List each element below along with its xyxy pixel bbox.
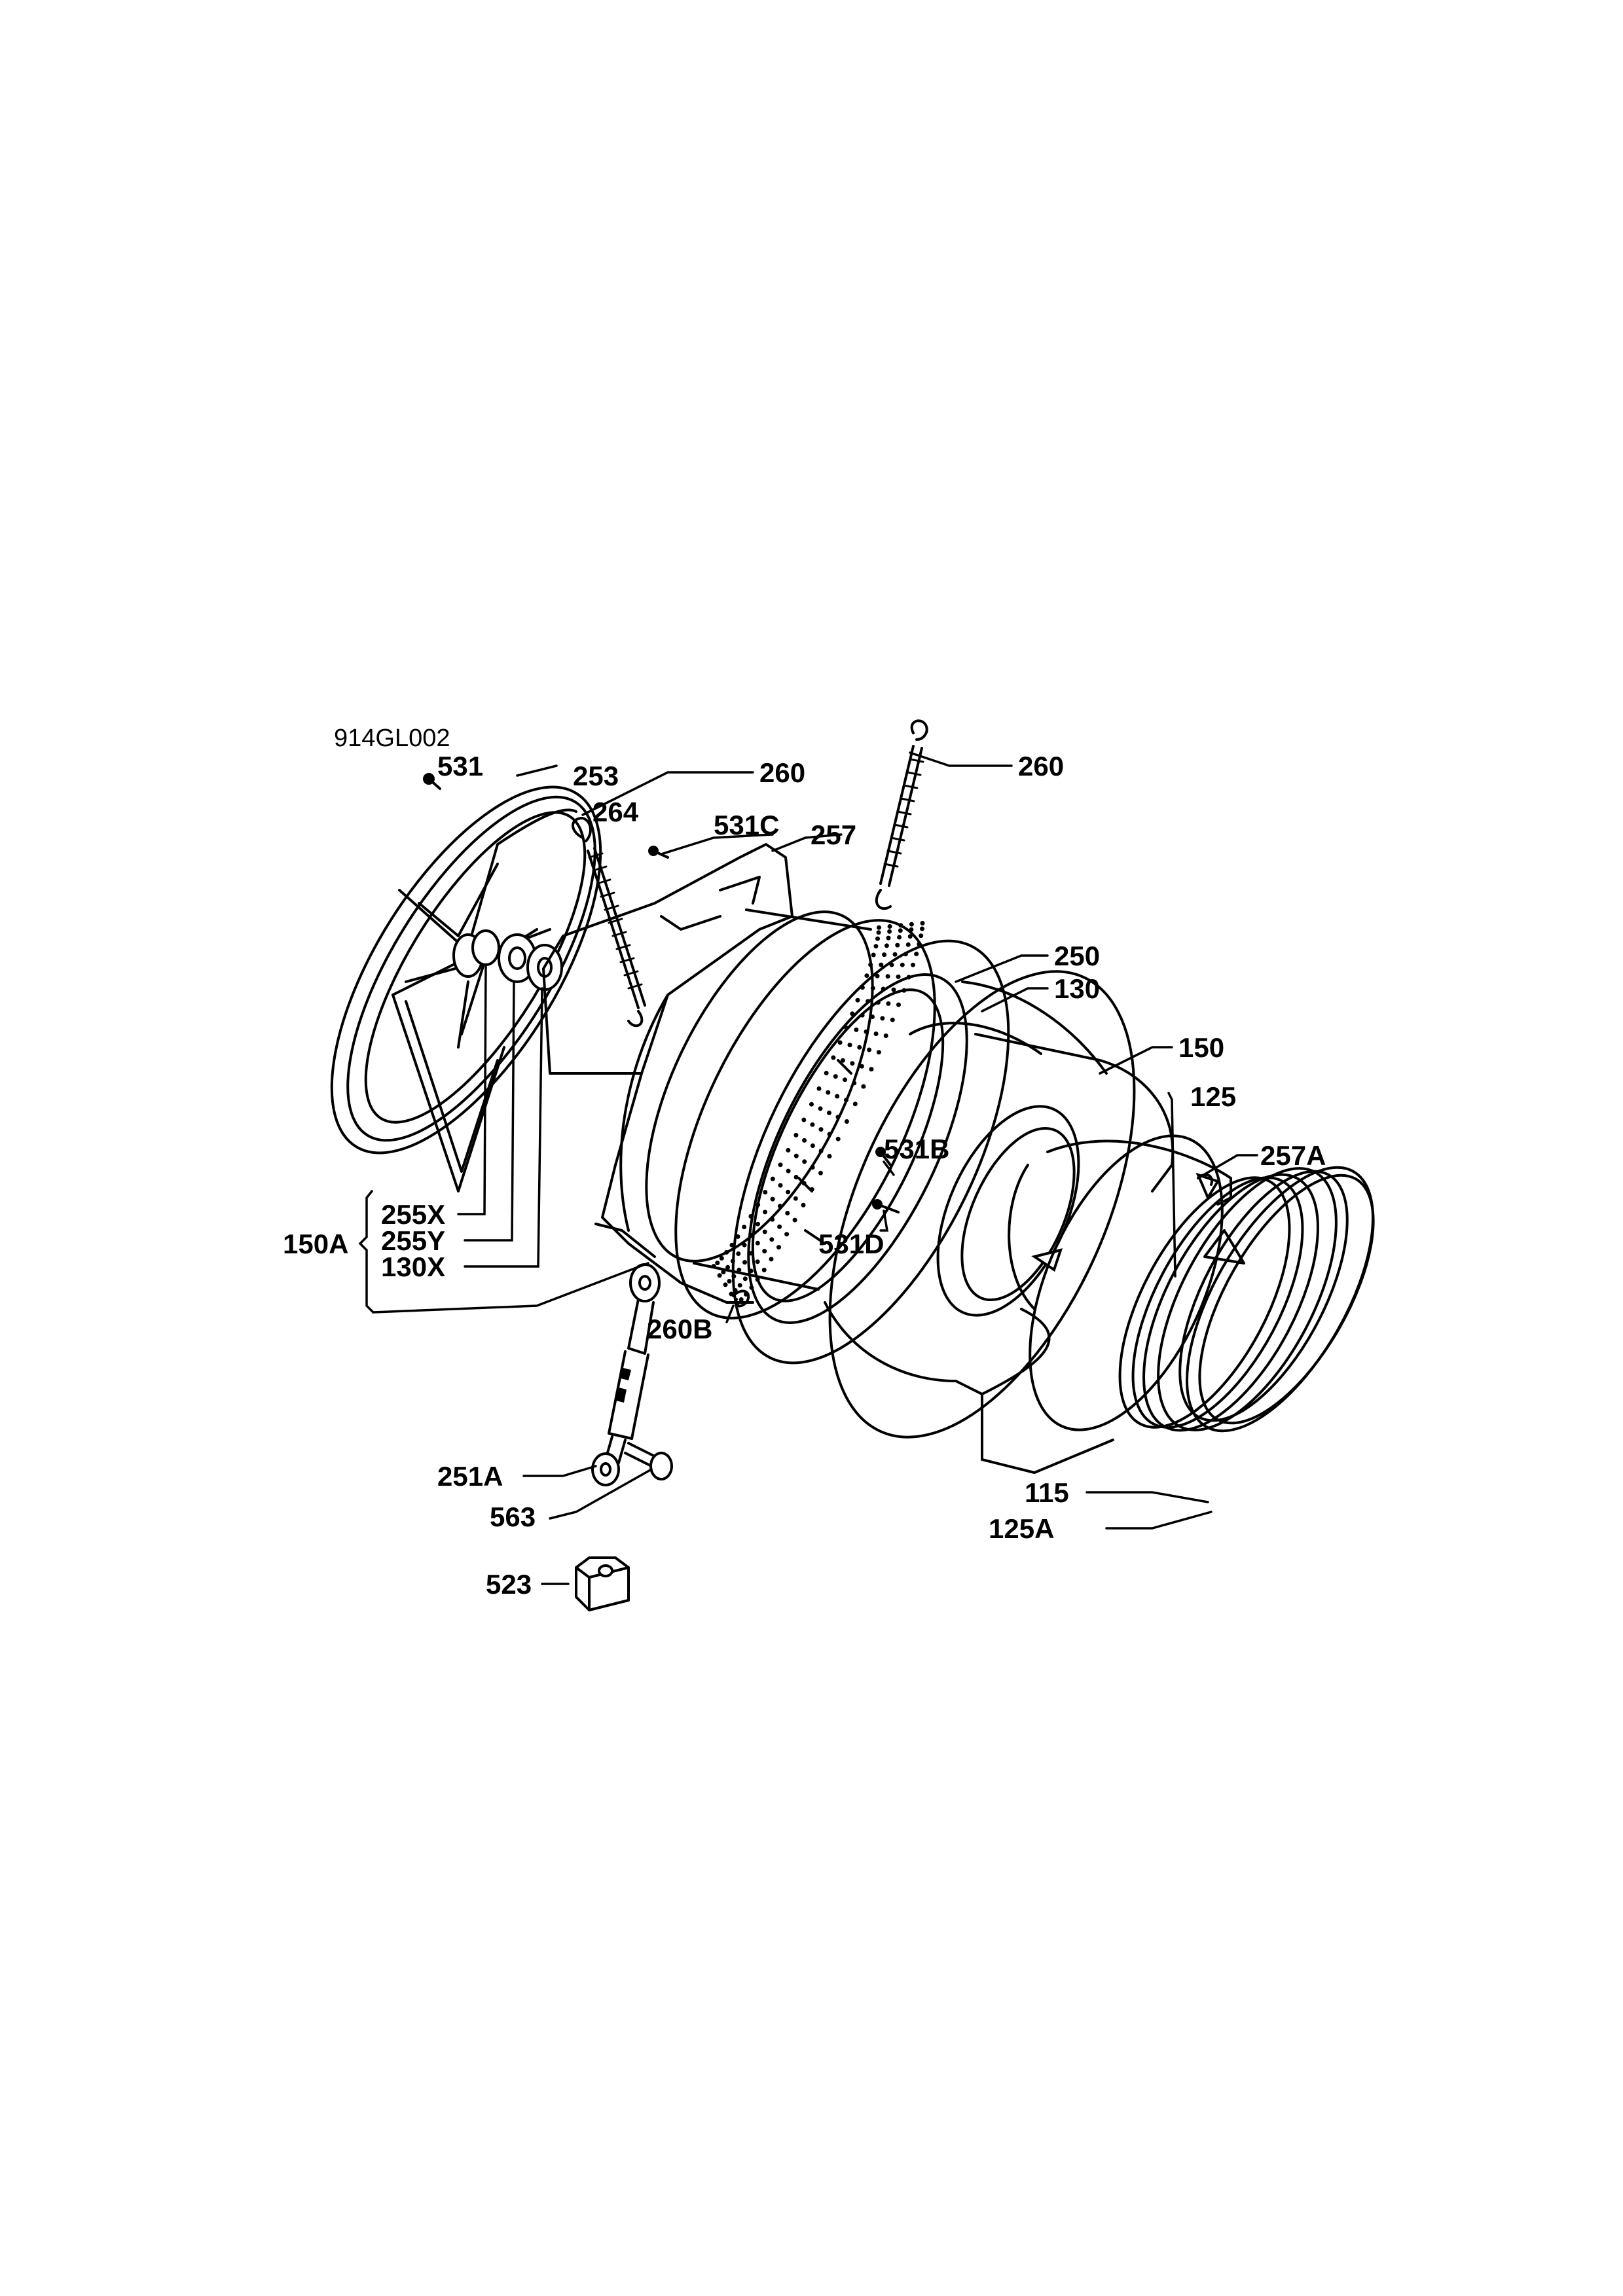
- label-255Y: 255Y: [381, 1225, 445, 1256]
- label-264: 264: [593, 797, 639, 827]
- label-531B: 531B: [884, 1134, 949, 1164]
- label-260B: 260B: [647, 1314, 712, 1344]
- label-260-top: 260: [759, 757, 805, 788]
- screw-531B: [875, 1147, 892, 1166]
- label-531C: 531C: [714, 810, 779, 840]
- leader-lines: [358, 751, 1258, 1585]
- label-150: 150: [1178, 1032, 1224, 1063]
- label-125: 125: [1190, 1081, 1236, 1112]
- screw-531D: [872, 1199, 900, 1213]
- screw-531C: [648, 846, 669, 859]
- bolt-563: [624, 1442, 673, 1480]
- label-523: 523: [486, 1569, 532, 1600]
- label-253: 253: [573, 761, 619, 791]
- label-563: 563: [490, 1501, 536, 1532]
- label-250: 250: [1054, 941, 1100, 971]
- label-531D: 531D: [818, 1229, 884, 1259]
- label-130X: 130X: [381, 1251, 445, 1282]
- shock-absorber-251A: [591, 1263, 661, 1486]
- front-tub-150: [824, 970, 1175, 1439]
- label-125A: 125A: [989, 1513, 1054, 1544]
- label-257A: 257A: [1260, 1140, 1326, 1171]
- diagram-code: 914GL002: [334, 725, 450, 752]
- drum-ring-130: [731, 939, 1010, 1365]
- clamp-ring-125A: [1186, 1166, 1375, 1433]
- label-251A: 251A: [437, 1461, 503, 1492]
- label-531: 531: [437, 751, 483, 781]
- spring-260-left: [572, 817, 646, 1028]
- clip-260B: [732, 1289, 750, 1308]
- spring-260-right: [875, 719, 928, 910]
- screw-531: [423, 773, 441, 790]
- label-130: 130: [1054, 973, 1100, 1004]
- rear-tub-257: [542, 843, 793, 1304]
- label-255X: 255X: [381, 1199, 445, 1230]
- clip-523: [575, 1556, 630, 1611]
- label-115: 115: [1025, 1477, 1069, 1508]
- label-257: 257: [811, 819, 856, 850]
- label-150A: 150A: [283, 1229, 348, 1259]
- label-260-right: 260: [1018, 751, 1064, 781]
